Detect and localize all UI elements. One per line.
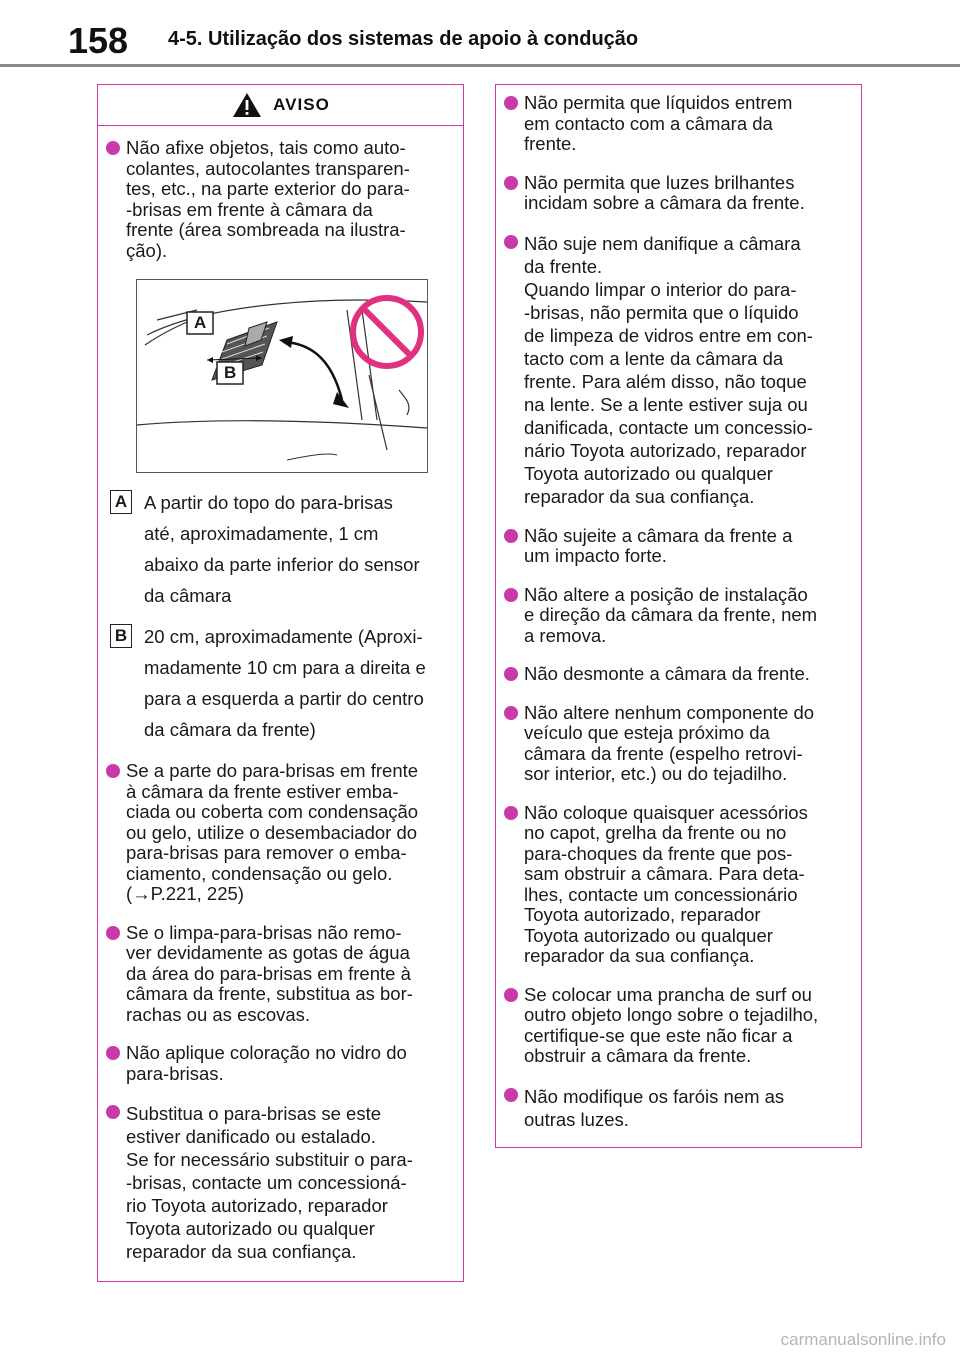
- bullet-icon: [504, 234, 518, 249]
- warning-box-right: Não permita que líquidos entrem em conta…: [495, 84, 862, 1148]
- list-item: Não suje nem danifique a câmara da frent…: [502, 232, 847, 508]
- item-text: Não altere a posição de instalação e dir…: [524, 583, 818, 646]
- legend-tag-a: A: [110, 490, 132, 514]
- warning-items-left: Não afixe objetos, tais como auto- colan…: [98, 126, 463, 1263]
- item-text: Se o limpa-para-brisas não remo- ver dev…: [126, 921, 413, 1025]
- list-item: Não sujeite a câmara da frente a um impa…: [502, 524, 847, 567]
- warning-triangle-icon: [233, 93, 262, 117]
- list-item: Não permita que líquidos entrem em conta…: [502, 92, 847, 155]
- list-item: Não afixe objetos, tais como auto- colan…: [104, 137, 449, 261]
- header-rule: [0, 64, 960, 67]
- list-item: Se a parte do para-brisas em frente à câ…: [104, 760, 449, 905]
- page-header: 158 4-5. Utilização dos sistemas de apoi…: [0, 0, 960, 70]
- windshield-illustration: A B: [136, 279, 428, 473]
- item-text: Não coloque quaisquer acessórios no capo…: [524, 801, 808, 966]
- list-item: Não permita que luzes brilhantes incidam…: [502, 171, 847, 214]
- bullet-icon: [504, 705, 518, 720]
- item-text: Não permita que líquidos entrem em conta…: [524, 92, 793, 154]
- windshield-drawing: [137, 295, 427, 461]
- bullet-icon: [504, 1087, 518, 1102]
- legend-tag-b: B: [110, 624, 132, 648]
- section-title: 4-5. Utilização dos sistemas de apoio à …: [168, 28, 639, 50]
- list-item: Não altere nenhum componente do veículo …: [502, 701, 847, 785]
- list-item: Substitua o para-brisas se este estiver …: [104, 1102, 449, 1263]
- bullet-icon: [106, 1046, 120, 1060]
- bullet-icon: [504, 528, 518, 543]
- item-text: Não altere nenhum componente do veículo …: [524, 701, 815, 784]
- warning-items-right: Não permita que líquidos entrem em conta…: [496, 85, 861, 1131]
- list-item: Não modifique os faróis nem as outras lu…: [502, 1085, 847, 1131]
- list-item: Não altere a posição de instalação e dir…: [502, 583, 847, 647]
- list-item: Não coloque quaisquer acessórios no capo…: [502, 801, 847, 967]
- legend-text-b: 20 cm, aproximadamente (Aproxi- madament…: [144, 626, 426, 740]
- bullet-icon: [504, 96, 518, 110]
- list-item: Não desmonte a câmara da frente.: [502, 663, 847, 685]
- watermark: carmanualsonline.info: [780, 1330, 946, 1349]
- bullet-icon: [106, 764, 120, 778]
- bullet-icon: [106, 141, 120, 155]
- legend-b: B 20 cm, aproximadamente (Aproxi- madame…: [104, 621, 449, 745]
- item-text: Não permita que luzes brilhantes incidam…: [524, 171, 805, 213]
- item-text: Não aplique coloração no vidro do para-b…: [126, 1042, 407, 1084]
- item-text: Se colocar uma prancha de surf ou outro …: [524, 983, 819, 1066]
- legend-a: A A partir do topo do para-brisas até, a…: [104, 487, 449, 611]
- figure-label-b: B: [224, 363, 237, 382]
- legend-text-a: A partir do topo do para-brisas até, apr…: [144, 492, 420, 606]
- figure-label-a: A: [194, 313, 207, 332]
- warning-label: AVISO: [273, 95, 330, 114]
- item-text: Não afixe objetos, tais como auto- colan…: [126, 137, 410, 261]
- item-text: Substitua o para-brisas se este estiver …: [126, 1103, 413, 1262]
- item-text: Não desmonte a câmara da frente.: [524, 663, 810, 684]
- item-text: Não modifique os faróis nem as outras lu…: [524, 1085, 785, 1130]
- item-text: Não sujeite a câmara da frente a um impa…: [524, 524, 793, 566]
- warning-header: AVISO: [98, 85, 463, 126]
- bullet-icon: [504, 587, 518, 602]
- bullet-icon: [504, 805, 518, 820]
- list-item: Se colocar uma prancha de surf ou outro …: [502, 983, 847, 1067]
- bullet-icon: [106, 925, 120, 940]
- item-text: Não suje nem danifique a câmara da frent…: [524, 232, 813, 507]
- bullet-icon: [504, 987, 518, 1002]
- item-text: Se a parte do para-brisas em frente à câ…: [126, 760, 419, 904]
- page-number: 158: [68, 20, 129, 61]
- bullet-icon: [106, 1105, 120, 1119]
- list-item: Não aplique coloração no vidro do para-b…: [104, 1042, 449, 1084]
- bullet-icon: [504, 667, 518, 681]
- list-item: Se o limpa-para-brisas não remo- ver dev…: [104, 921, 449, 1026]
- bullet-icon: [504, 175, 518, 190]
- warning-box-left: AVISO Não afixe objetos, tais como auto-…: [97, 84, 464, 1282]
